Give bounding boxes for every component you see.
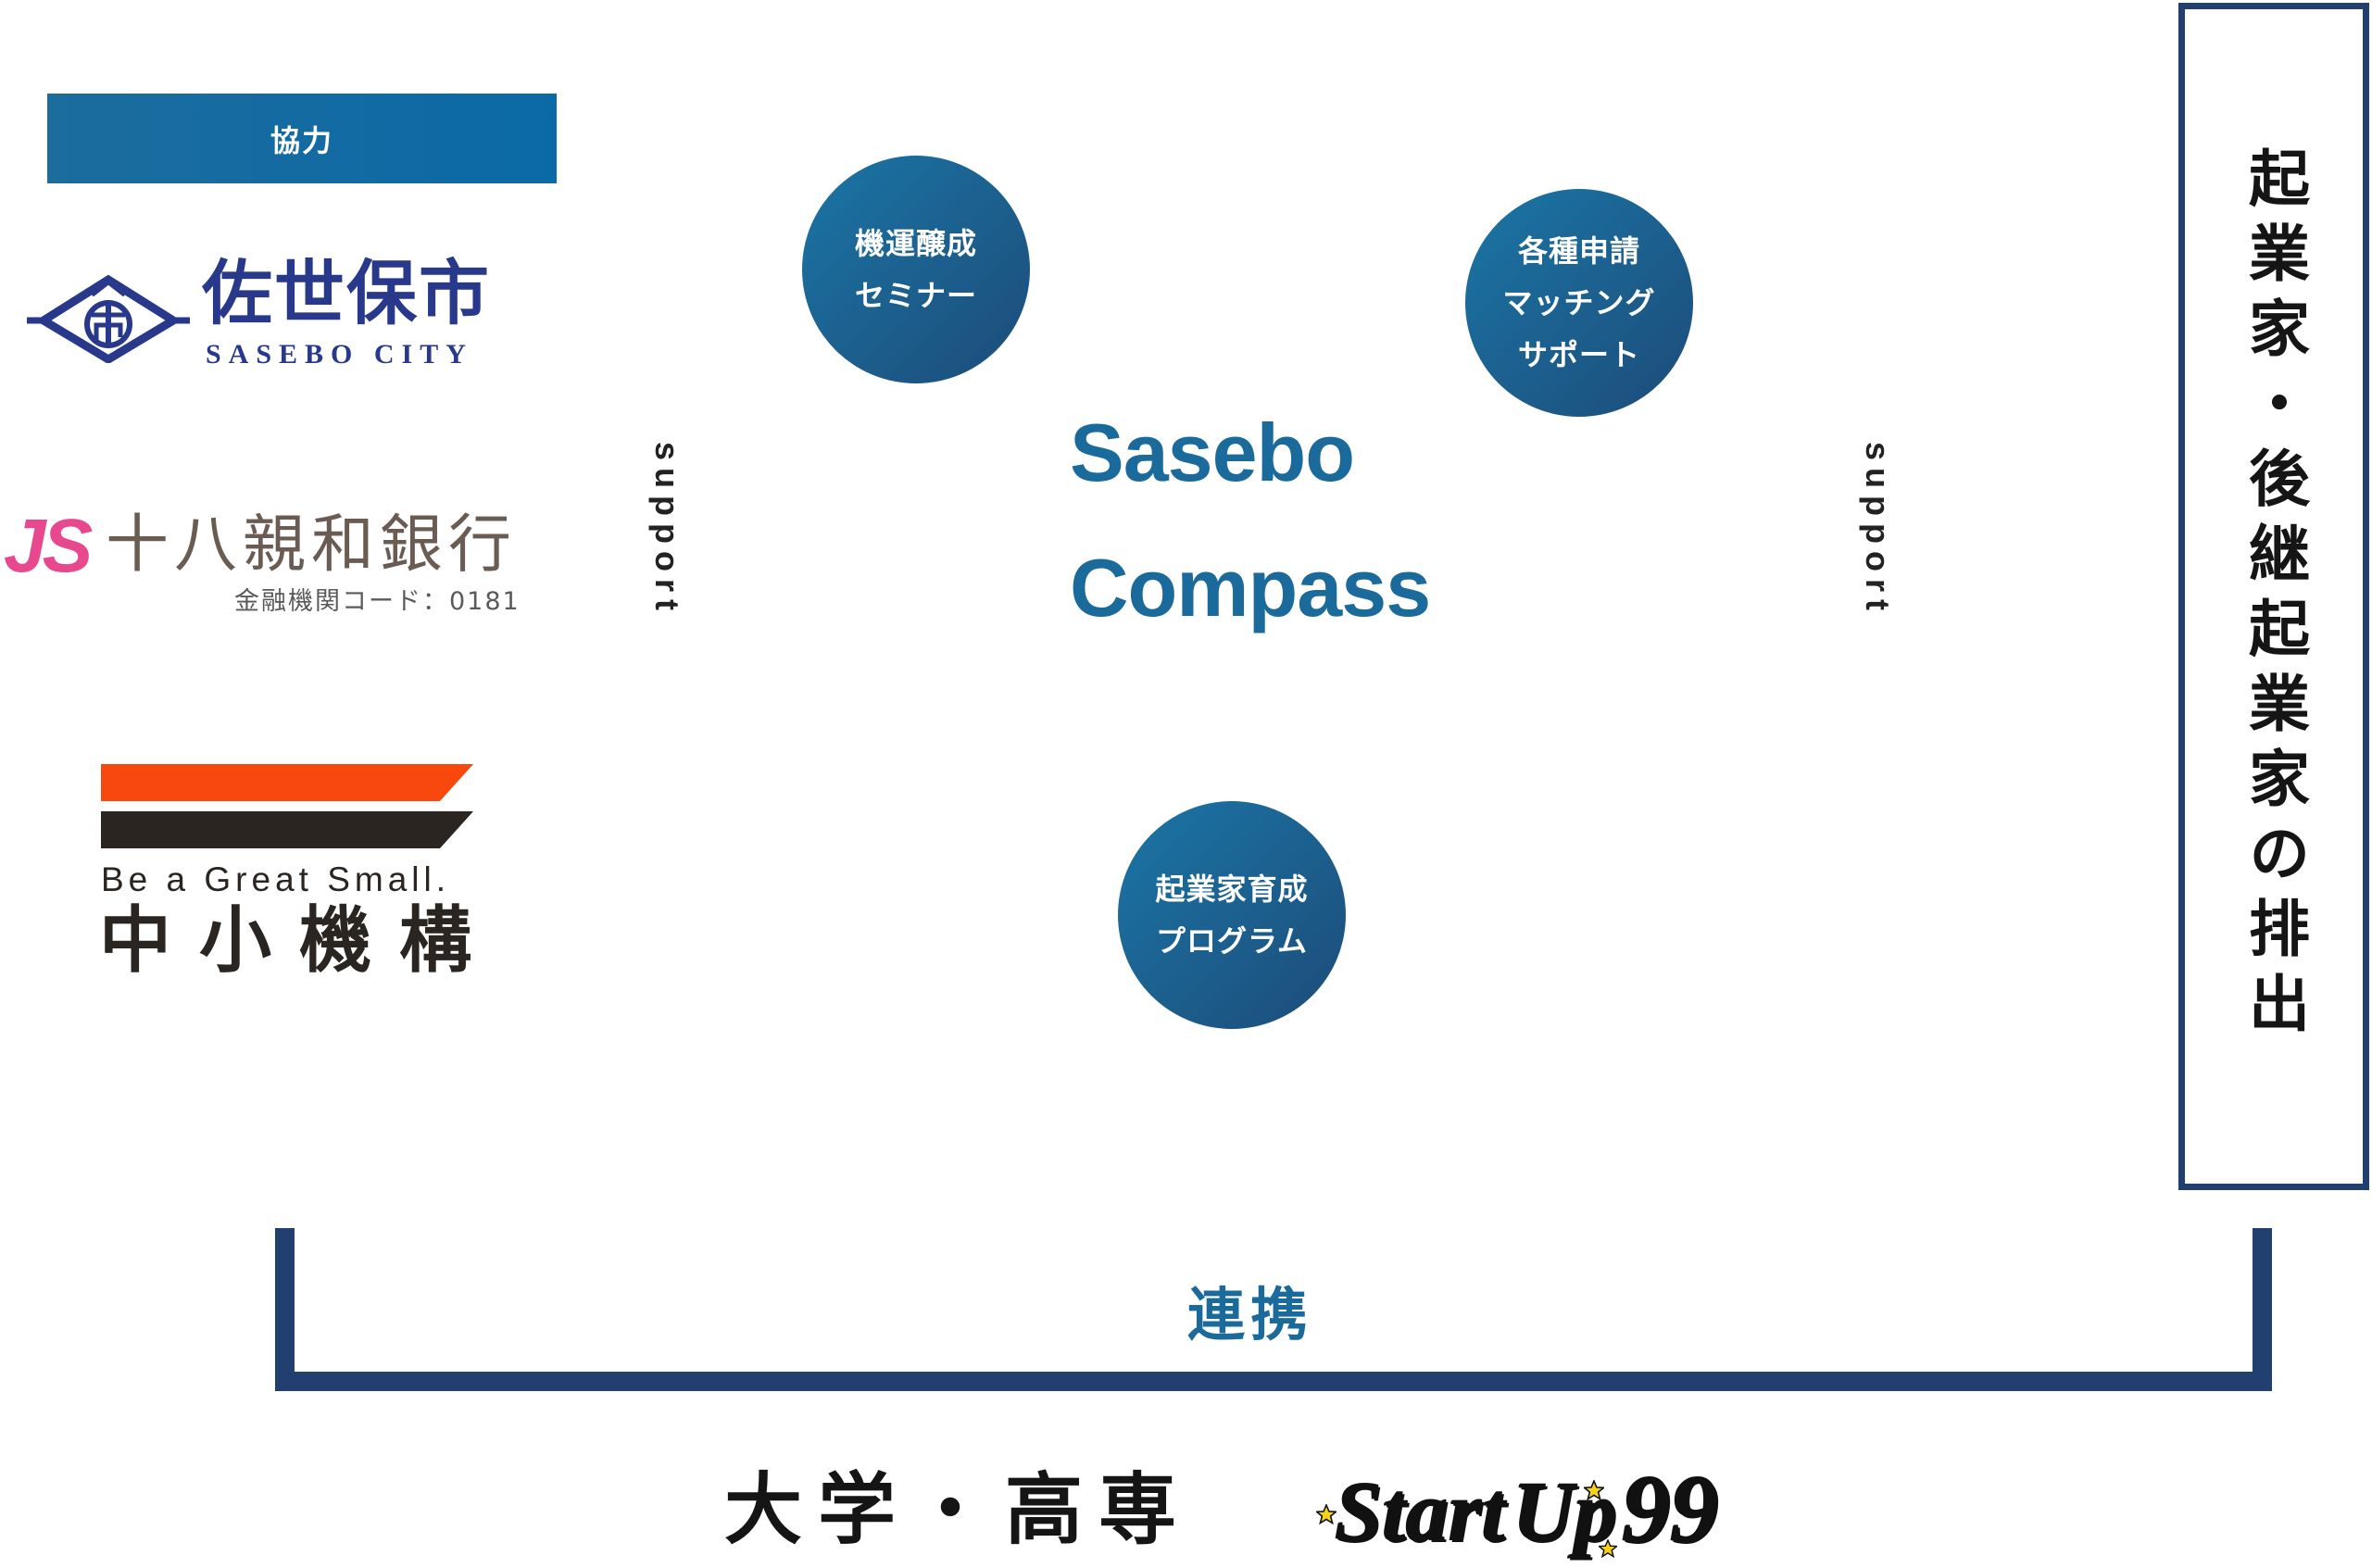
center-title-line2: Compass: [1070, 542, 1431, 633]
center-title-line1: Sasebo: [1070, 407, 1355, 498]
sasebo-city-emblem-icon: [27, 274, 190, 363]
bank-logo-mark: JS: [4, 504, 93, 588]
outcome-text: 起業家・後継起業家の排出: [2239, 146, 2310, 1047]
smrj-tagline: Be a Great Small.: [101, 860, 451, 898]
service-circle-line: セミナー: [854, 278, 977, 313]
bank-name: 十八親和銀行: [106, 508, 518, 582]
startup-logo: Start Up 99: [1316, 1461, 1728, 1563]
service-circle-line: マッチング: [1502, 285, 1656, 320]
startup-logo-word1: Start: [1335, 1464, 1506, 1559]
collaboration-bracket-bottom: [275, 1372, 2272, 1391]
academia-label: 大学・高専: [724, 1464, 1193, 1555]
star-icon: [1584, 1480, 1604, 1500]
service-circle-program: 起業家育成 プログラム: [1118, 801, 1346, 1029]
collaboration-label: 連携: [1186, 1281, 1313, 1348]
service-circle-line: 起業家育成: [1155, 872, 1309, 907]
support-label-right: support: [1859, 442, 1897, 618]
sasebo-city-name-ja: 佐世保市: [202, 252, 491, 334]
service-circle-line: プログラム: [1155, 923, 1309, 959]
service-circle-seminar: 機運醸成 セミナー: [802, 156, 1030, 383]
sasebo-city-name-en: SASEBO CITY: [206, 339, 473, 370]
smrj-name: 中小機構: [99, 899, 500, 983]
collaboration-bracket-right: [2253, 1228, 2272, 1391]
support-label-left: support: [648, 442, 686, 618]
partners-banner-label: 協力: [270, 122, 333, 158]
star-icon: [1599, 1539, 1617, 1558]
startup-logo-number: 99: [1622, 1456, 1718, 1562]
outcome-box: 起業家・後継起業家の排出: [2178, 3, 2369, 1190]
service-circle-line: サポート: [1517, 337, 1640, 372]
startup-logo-word2: Up: [1512, 1464, 1617, 1559]
bank-code-label: 金融機関コード：0181: [234, 587, 521, 616]
service-circle-line: 各種申請: [1517, 233, 1640, 269]
service-circle-matching-support: 各種申請 マッチング サポート: [1465, 189, 1693, 417]
collaboration-bracket-left: [275, 1228, 295, 1391]
star-icon: [1316, 1504, 1337, 1524]
partners-banner: 協力: [47, 94, 557, 183]
smrj-stripes-icon: [101, 764, 473, 848]
service-circle-line: 機運醸成: [854, 226, 977, 261]
